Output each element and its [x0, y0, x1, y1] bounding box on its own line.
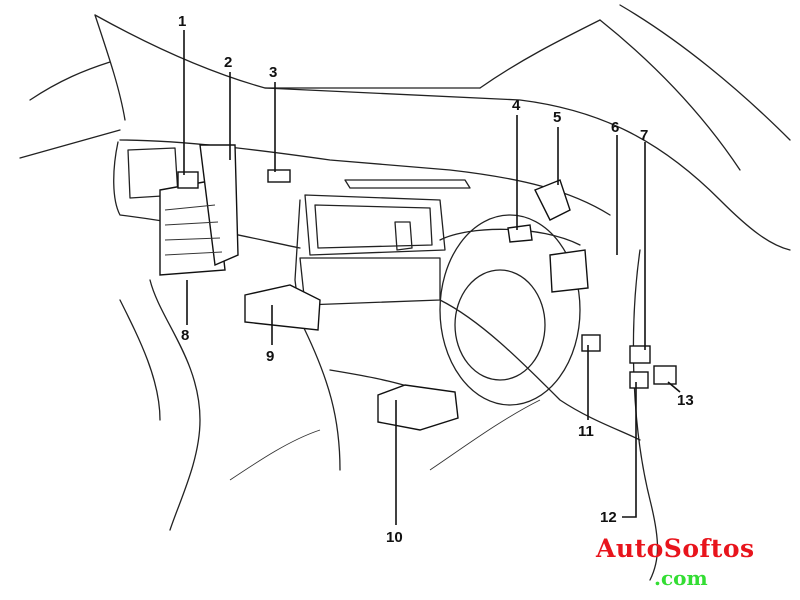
- callout-11: 11: [578, 423, 594, 440]
- callout-9: 9: [266, 348, 275, 365]
- callout-3: 3: [269, 64, 278, 81]
- callout-7: 7: [640, 127, 649, 144]
- watermark-domain: .com: [654, 566, 708, 590]
- component-13: [653, 365, 677, 385]
- steering-wheel: [439, 214, 581, 406]
- component-10: [377, 384, 459, 431]
- component-7: [629, 345, 651, 364]
- callout-10: 10: [386, 529, 403, 546]
- callout-8: 8: [181, 327, 190, 344]
- component-11: [581, 334, 601, 352]
- callout-2: 2: [224, 54, 233, 71]
- callout-13: 13: [677, 392, 694, 409]
- callout-12: 12: [600, 509, 617, 526]
- leader-lines: [183, 30, 681, 525]
- windshield-outline: [19, 4, 791, 251]
- component-6: [549, 249, 589, 293]
- component-12: [629, 371, 649, 389]
- callout-5: 5: [553, 109, 562, 126]
- callout-4: 4: [512, 97, 521, 114]
- component-fuse-block: [159, 144, 239, 276]
- component-4: [507, 224, 533, 243]
- callout-1: 1: [178, 13, 187, 30]
- component-3: [267, 169, 291, 183]
- component-5: [534, 179, 571, 221]
- watermark-text: AutoSoftos: [596, 534, 755, 563]
- callout-6: 6: [611, 119, 620, 136]
- dashboard-outline: [113, 139, 659, 581]
- component-9: [244, 284, 321, 331]
